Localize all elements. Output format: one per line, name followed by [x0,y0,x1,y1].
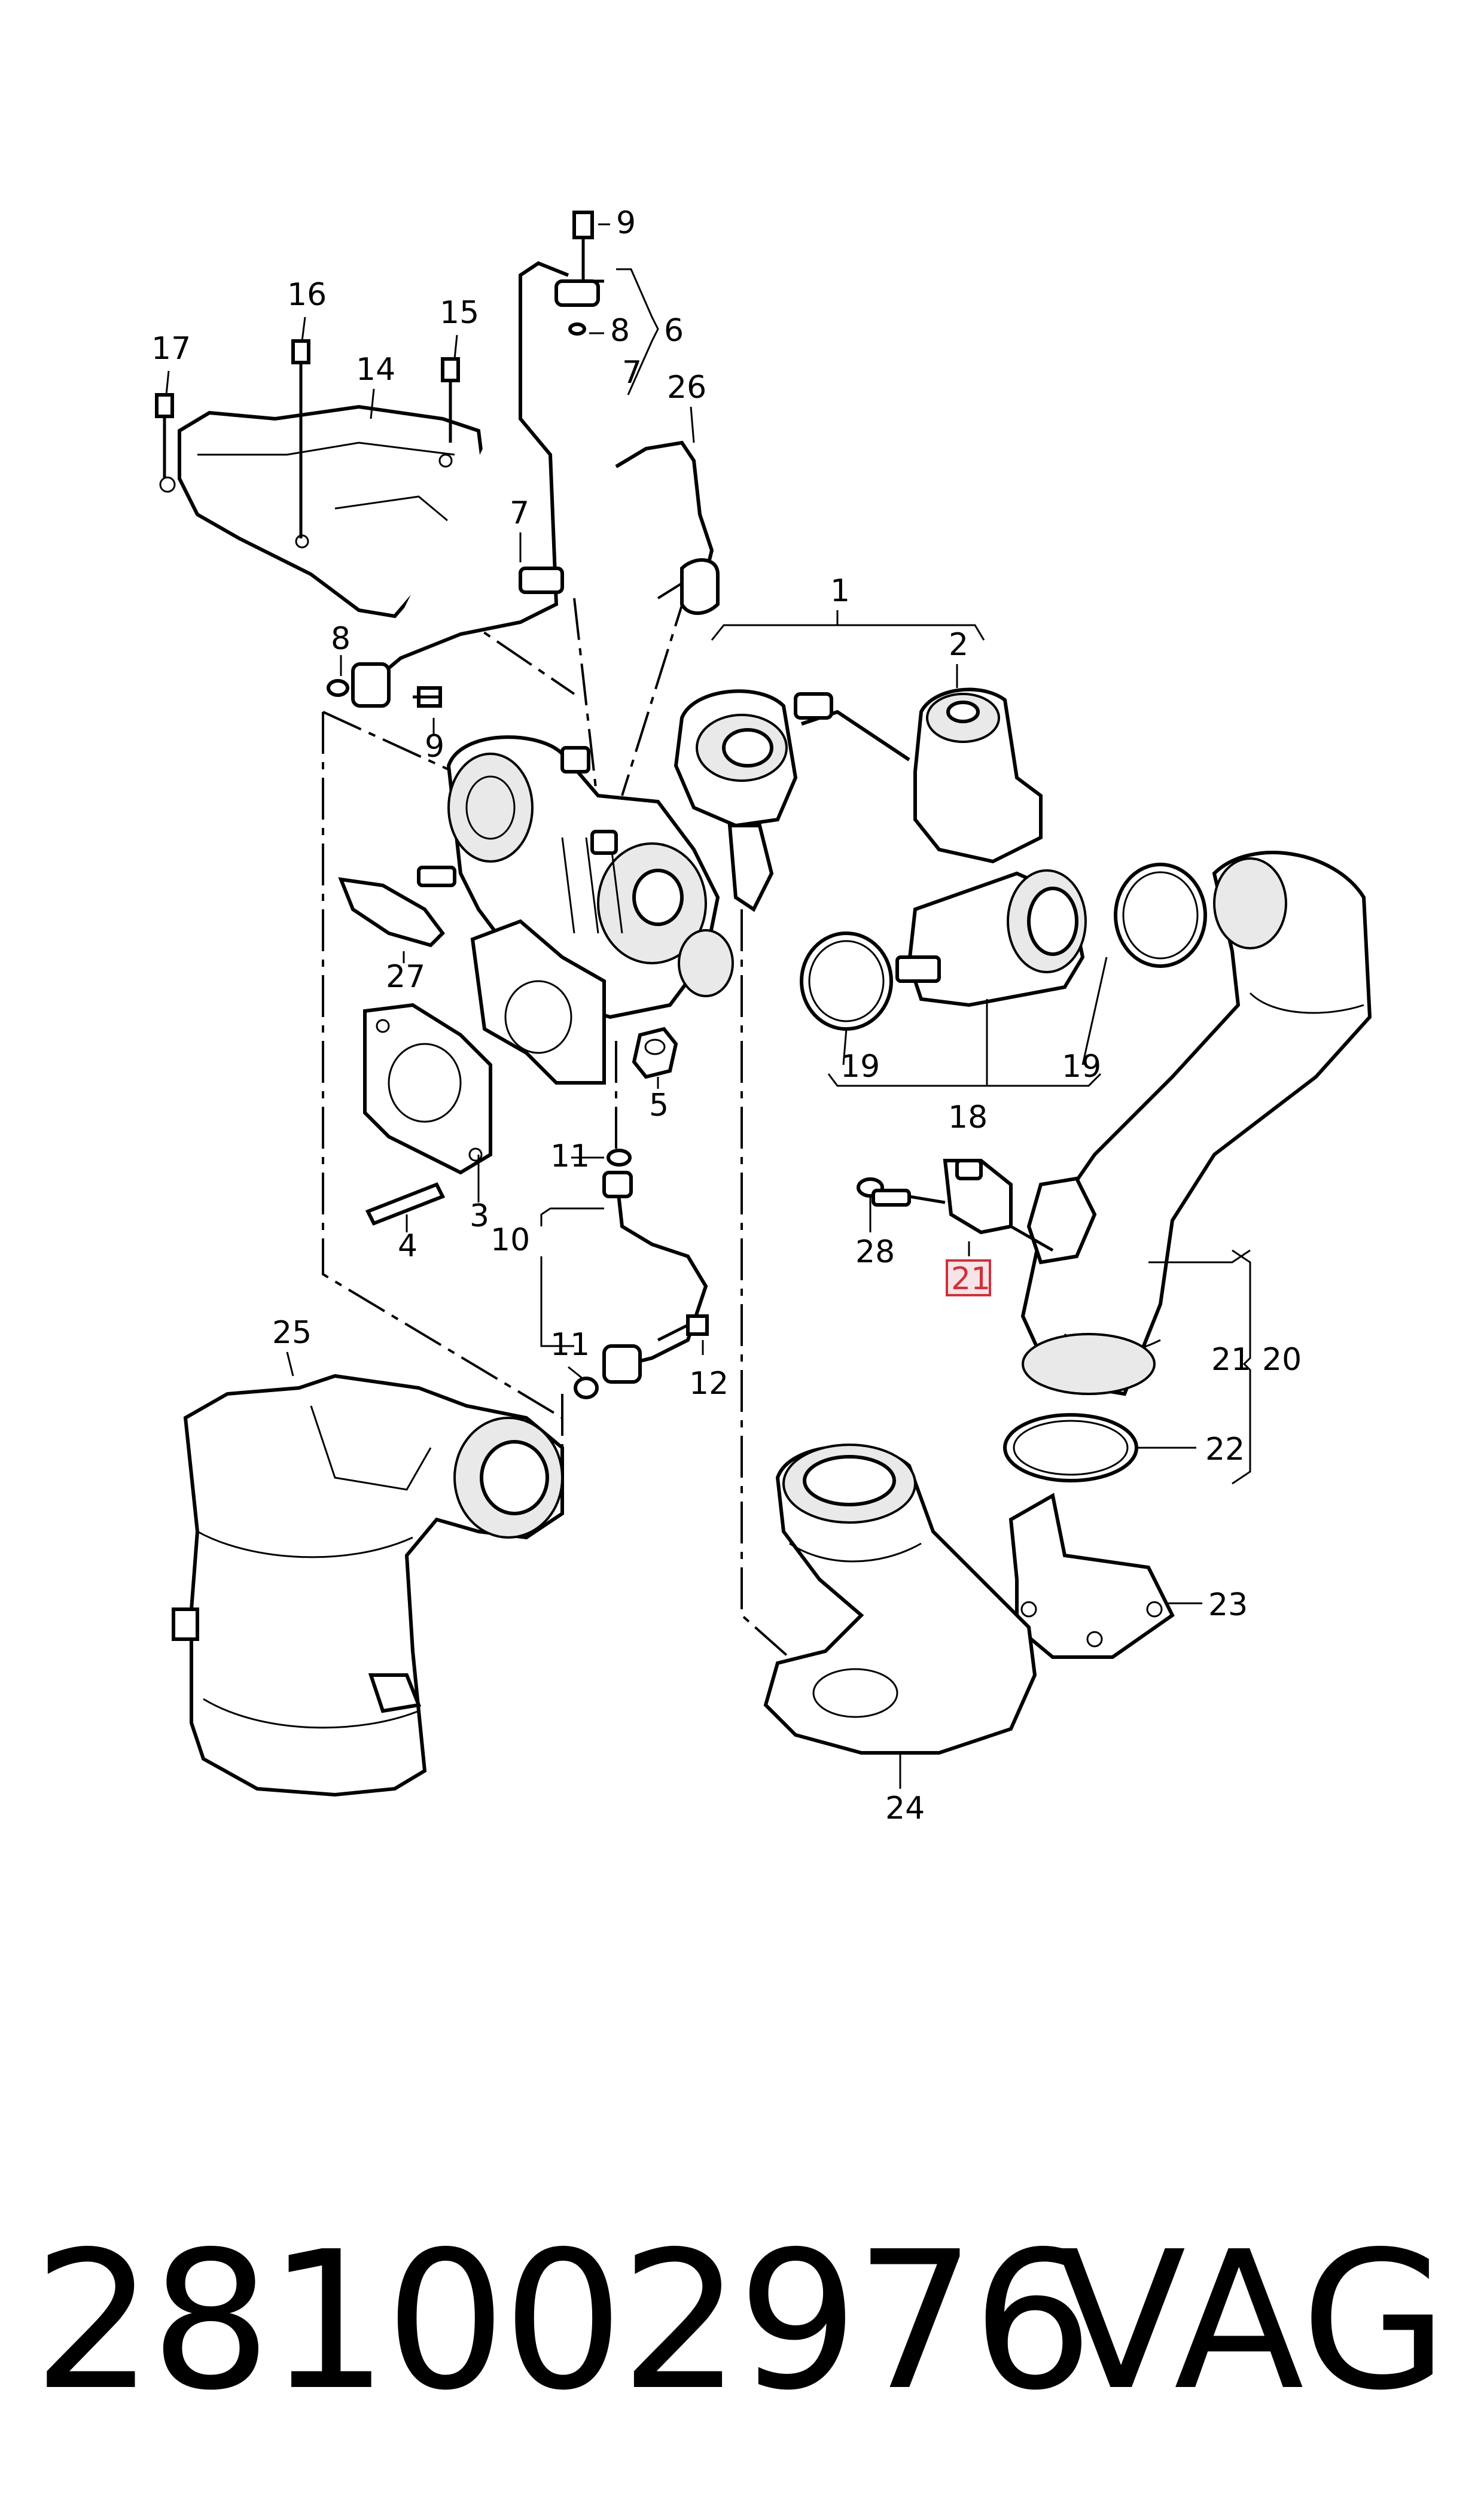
callout-26: 26 [667,370,706,406]
pipe-18 [895,869,1087,1007]
screw-28 [857,1177,946,1207]
callout-5: 5 [649,1088,669,1123]
callout-7-upper: 7 [622,355,642,391]
bolt-16 [291,339,310,538]
callout-8-upper: 8 [610,313,630,349]
callout-9-lower: 9 [425,729,444,765]
callout-2: 2 [949,627,968,663]
o-ring-19-right [1114,863,1207,968]
o-ring-19-left [800,931,893,1031]
sensor-27 [338,866,456,948]
vacuum-pipe [615,440,720,615]
control-unit-2 [794,687,1043,864]
charge-pipe-24 [763,1444,1037,1755]
charge-air-pipe-20 [1020,851,1372,1396]
callout-6: 6 [664,313,684,349]
callout-20: 20 [1262,1342,1302,1378]
callout-8-lower: 8 [331,621,351,657]
callout-28: 28 [855,1234,895,1270]
callout-17: 17 [151,331,191,367]
callout-19-left: 19 [840,1049,880,1085]
callout-27: 27 [386,959,425,995]
callout-14: 14 [356,352,395,388]
callout-16: 16 [287,277,327,313]
callout-21-highlighted: 21 [951,1261,991,1297]
footer: 281002976 VAG [0,2213,1484,2429]
callout-3: 3 [470,1198,489,1234]
bolt-17 [155,393,174,479]
oil-supply-line [364,211,604,690]
o-ring-22 [1003,1413,1138,1482]
nut-5 [632,1027,678,1079]
brand-label: VAG [1056,2211,1448,2432]
exploded-parts-diagram: 1 2 3 4 5 6 7 7 8 8 9 9 10 11 11 12 14 1… [151,205,1372,1826]
callout-23: 23 [1208,1587,1248,1623]
callout-labels: 1 2 3 4 5 6 7 7 8 8 9 9 10 11 11 12 14 1… [151,205,1302,1826]
callout-21-bracket: 21 [1211,1342,1251,1378]
callout-19-right: 19 [1062,1049,1101,1085]
callout-18: 18 [948,1100,988,1135]
callout-4: 4 [398,1228,418,1264]
part-number: 281002976 [33,2211,1093,2432]
heat-shield [159,404,487,619]
bolt-15 [441,357,460,443]
callout-7-lower: 7 [510,495,529,531]
callout-11-lower: 11 [550,1327,590,1363]
callout-10: 10 [490,1222,530,1258]
callout-22: 22 [1205,1432,1245,1467]
bracket-23 [1008,1493,1175,1659]
callout-24: 24 [885,1791,925,1826]
stud-4 [365,1182,446,1226]
intake-elbow [674,689,798,828]
callout-12: 12 [689,1366,729,1402]
turbo-flange [470,919,606,1085]
callout-11-upper: 11 [550,1138,590,1174]
callout-1: 1 [830,573,850,609]
gasket-3 [363,1003,492,1175]
callout-21-highlight [946,1259,991,1296]
callout-15: 15 [440,295,479,331]
catalytic-converter [172,1374,564,1797]
banjo-fitting-left [327,662,442,708]
leader-lines [165,223,1251,1789]
oil-return-pipe [574,1149,709,1399]
sensor-21 [943,1159,1054,1252]
callout-25: 25 [272,1315,312,1351]
callout-9-upper: 9 [616,205,636,241]
